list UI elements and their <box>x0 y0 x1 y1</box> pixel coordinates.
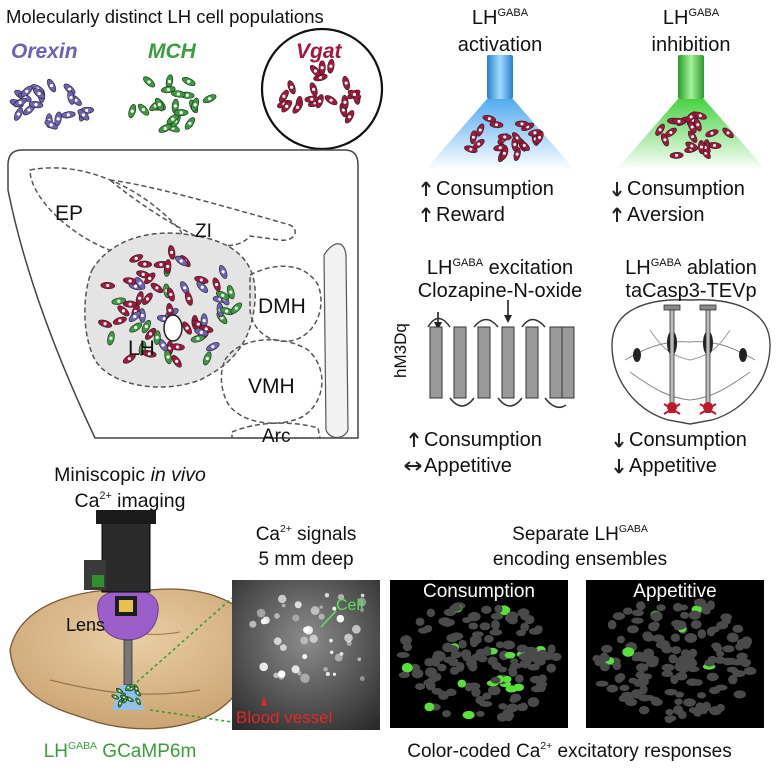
imaging-title-line2: Ca2+ imaging <box>74 489 186 512</box>
vgat-cell-cluster <box>277 58 362 124</box>
orexin-cell-cluster <box>9 78 94 130</box>
excitation-effect-consumption: Consumption <box>424 429 542 451</box>
dmh-region-label: DMH <box>258 295 306 318</box>
cell-label: Cell <box>336 597 364 614</box>
lens-label: Lens <box>66 615 106 635</box>
vgat-label: Vgat <box>296 40 342 63</box>
cell-pointer-line <box>320 610 337 628</box>
gcamp-label: LHGABA GCaMP6m <box>43 741 197 762</box>
mch-cell-cluster <box>128 74 217 133</box>
coronal-section-diagram <box>611 299 771 425</box>
skull-icon <box>699 402 717 415</box>
ablation-effect-appetitive: Appetitive <box>629 455 717 477</box>
signals-title-line1: Ca2+ signals <box>255 524 357 545</box>
arc-region <box>231 422 321 439</box>
ablation-subtitle: taCasp3-TEVp <box>625 280 757 302</box>
ensembles-title-line1: Separate LHGABA <box>512 524 648 545</box>
orexin-label: Orexin <box>11 40 78 63</box>
brain-section-outline <box>7 149 359 439</box>
excitation-title: LHGABA excitation <box>426 256 574 279</box>
inhibition-effect-aversion: Aversion <box>627 204 705 226</box>
blue-optic-fiber <box>487 55 513 99</box>
fornix-marker <box>163 314 183 342</box>
mch-label: MCH <box>148 40 196 63</box>
effect-arrows <box>404 181 624 474</box>
vmh-region-label: VMH <box>248 375 295 398</box>
dmh-region <box>249 265 322 342</box>
zi-region-label: ZI <box>195 221 212 242</box>
lh-cell-cluster <box>98 245 243 368</box>
activation-title: LHGABA <box>471 6 529 29</box>
imaging-title-line1: Miniscopic in vivo <box>54 464 206 486</box>
ablation-effect-consumption: Consumption <box>629 429 747 451</box>
activation-effect-consumption: Consumption <box>436 178 554 200</box>
ablation-title: LHGABA ablation <box>625 256 757 279</box>
appetitive-map-label: Appetitive <box>633 581 717 602</box>
populations-title: Molecularly distinct LH cell populations <box>6 6 324 27</box>
miniscope-brain-illustration <box>9 510 257 730</box>
zoom-line-bottom <box>149 709 233 723</box>
excitation-effect-appetitive: Appetitive <box>424 455 512 477</box>
arc-region-label: Arc <box>262 426 291 447</box>
skull-icon <box>663 402 681 415</box>
hm3dq-receptor-diagram <box>427 300 575 409</box>
activation-title-line2: activation <box>457 34 543 56</box>
inhibition-title-line2: inhibition <box>651 34 731 56</box>
inhibition-title: LHGABA <box>662 6 720 29</box>
ensembles-title-line2: encoding ensembles <box>492 549 668 570</box>
activation-effect-reward: Reward <box>436 204 505 226</box>
fluorescent-cell-dots <box>249 593 367 683</box>
vmh-region <box>220 339 323 424</box>
zoom-line-top <box>127 597 233 691</box>
inhibition-effect-consumption: Consumption <box>627 178 745 200</box>
ep-region-label: EP <box>55 202 84 225</box>
consumption-map-label: Consumption <box>423 581 535 602</box>
signals-title-line2: 5 mm deep <box>258 549 354 570</box>
third-ventricle <box>323 243 349 439</box>
blood-vessel-label: Blood vessel <box>236 708 333 727</box>
excitation-subtitle: Clozapine-N-oxide <box>417 280 583 302</box>
inhibition-cell-cluster <box>655 111 734 160</box>
ensembles-caption: Color-coded Ca2+ excitatory responses <box>407 741 732 762</box>
green-optic-fiber <box>678 55 704 99</box>
hm3dq-label: hM3Dq <box>391 323 410 378</box>
lh-region-label: LH <box>128 337 155 360</box>
activation-cell-cluster <box>464 114 544 163</box>
vessel-pointer-arrow <box>261 696 267 706</box>
